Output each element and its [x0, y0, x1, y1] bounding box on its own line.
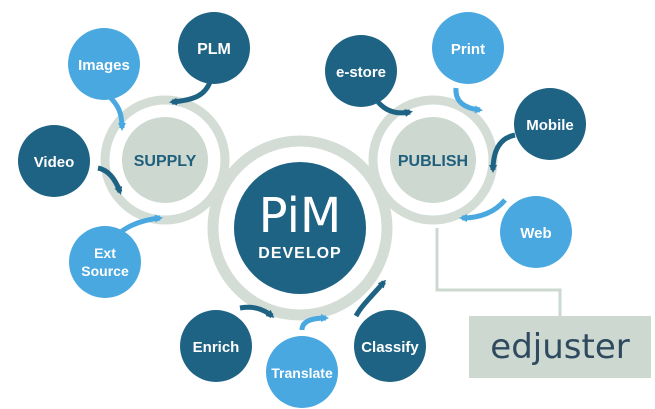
node-web-label: Web [520, 225, 551, 242]
node-estore-label: e-store [336, 64, 386, 81]
arrow-video [97, 165, 123, 195]
node-classify: Classify [354, 310, 426, 382]
arrow-web [459, 198, 507, 222]
node-print-label: Print [451, 41, 485, 58]
node-translate-label: Translate [271, 365, 333, 381]
publish-label: PUBLISH [398, 153, 468, 170]
node-web: Web [500, 196, 572, 268]
supply-hub [122, 117, 208, 203]
node-print: Print [432, 12, 504, 84]
node-mobile-label: Mobile [526, 117, 574, 134]
logo-connector [435, 228, 562, 318]
node-enrich: Enrich [180, 310, 252, 382]
node-ext-source-label-1: Ext [94, 245, 116, 261]
center-title: PiM [259, 188, 342, 244]
arrow-translate [299, 314, 329, 331]
arrow-enrich [239, 304, 275, 319]
arrow-print [453, 87, 483, 114]
node-images: Images [68, 28, 140, 100]
node-enrich-label: Enrich [193, 339, 240, 356]
node-classify-label: Classify [361, 339, 419, 356]
supply-label: SUPPLY [134, 153, 197, 170]
center-hub [234, 162, 366, 294]
center-ring [207, 135, 393, 321]
supply-ring [100, 95, 230, 225]
center-subtitle: DEVELOP [258, 245, 341, 262]
arrow-plm [169, 80, 213, 106]
publish-hub [390, 117, 476, 203]
node-ext-source-label-2: Source [81, 263, 129, 279]
node-video: Video [18, 125, 90, 197]
node-plm-label: PLM [197, 41, 231, 58]
node-plm: PLM [178, 12, 250, 84]
node-mobile: Mobile [514, 88, 586, 160]
arrow-mobile [489, 132, 516, 173]
node-ext-source: Ext Source [69, 226, 141, 298]
node-video-label: Video [34, 154, 75, 171]
arrow-classify [353, 279, 386, 318]
logo-text: edjuster [490, 327, 629, 367]
node-translate: Translate [266, 336, 338, 408]
node-images-label: Images [78, 57, 130, 74]
node-estore: e-store [325, 35, 397, 107]
arrow-estore [376, 100, 413, 117]
logo-box [469, 316, 651, 378]
